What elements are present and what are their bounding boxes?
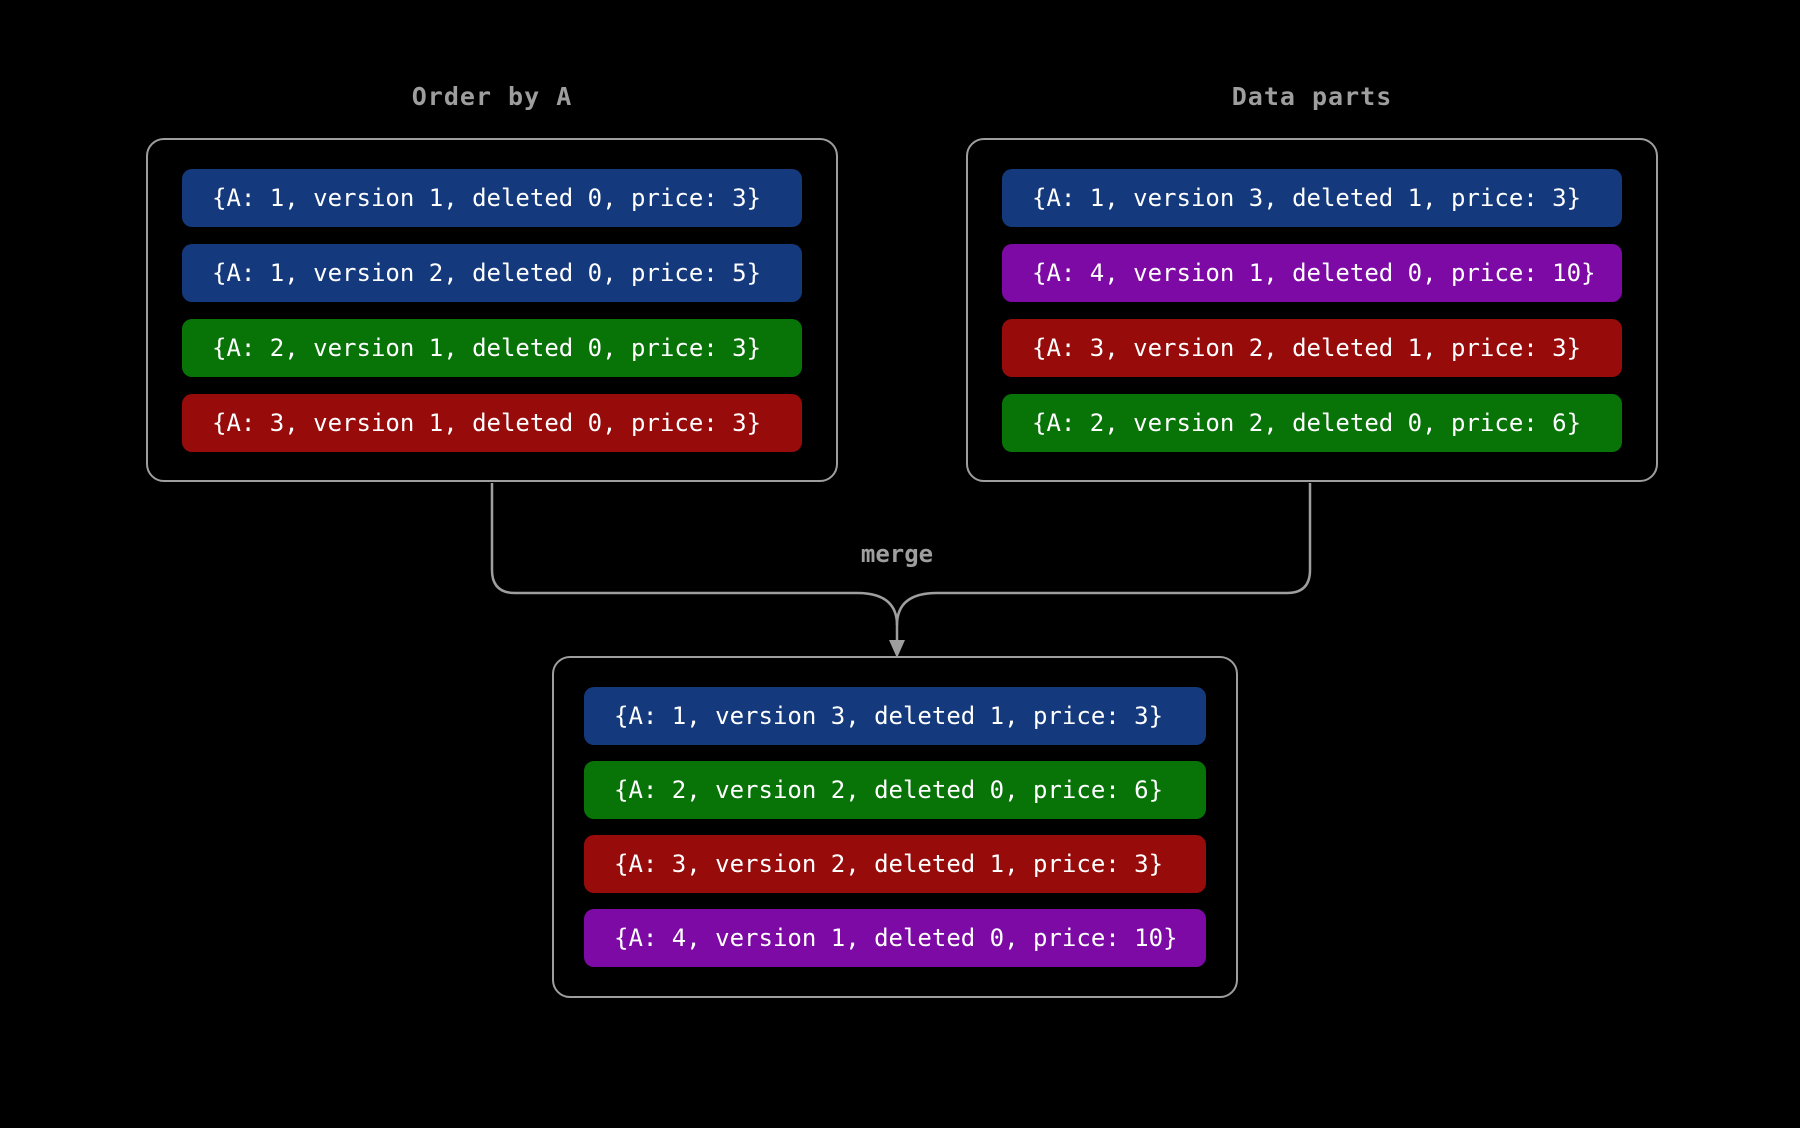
data-row: {A: 1, version 3, deleted 1, price: 3}: [584, 687, 1206, 745]
right-panel-card: {A: 1, version 3, deleted 1, price: 3} {…: [966, 138, 1658, 482]
data-row: {A: 4, version 1, deleted 0, price: 10}: [584, 909, 1206, 967]
data-row: {A: 1, version 1, deleted 0, price: 3}: [182, 168, 802, 227]
data-row: {A: 2, version 2, deleted 0, price: 6}: [1002, 393, 1622, 452]
result-panel-card: {A: 1, version 3, deleted 1, price: 3} {…: [552, 656, 1238, 998]
left-panel-title: Order by A: [411, 82, 573, 111]
data-row: {A: 1, version 3, deleted 1, price: 3}: [1002, 168, 1622, 227]
data-row: {A: 3, version 2, deleted 1, price: 3}: [1002, 318, 1622, 377]
left-connector-line: [490, 483, 899, 642]
data-row: {A: 1, version 2, deleted 0, price: 5}: [182, 243, 802, 302]
right-connector-line: [895, 483, 1312, 626]
merge-label: merge: [860, 540, 934, 568]
data-row: {A: 2, version 2, deleted 0, price: 6}: [584, 761, 1206, 819]
left-panel-card: {A: 1, version 1, deleted 0, price: 3} {…: [146, 138, 838, 482]
data-row: {A: 4, version 1, deleted 0, price: 10}: [1002, 243, 1622, 302]
data-row: {A: 2, version 1, deleted 0, price: 3}: [182, 318, 802, 377]
data-row: {A: 3, version 1, deleted 0, price: 3}: [182, 393, 802, 452]
right-panel-title: Data parts: [1231, 82, 1393, 111]
data-row: {A: 3, version 2, deleted 1, price: 3}: [584, 835, 1206, 893]
